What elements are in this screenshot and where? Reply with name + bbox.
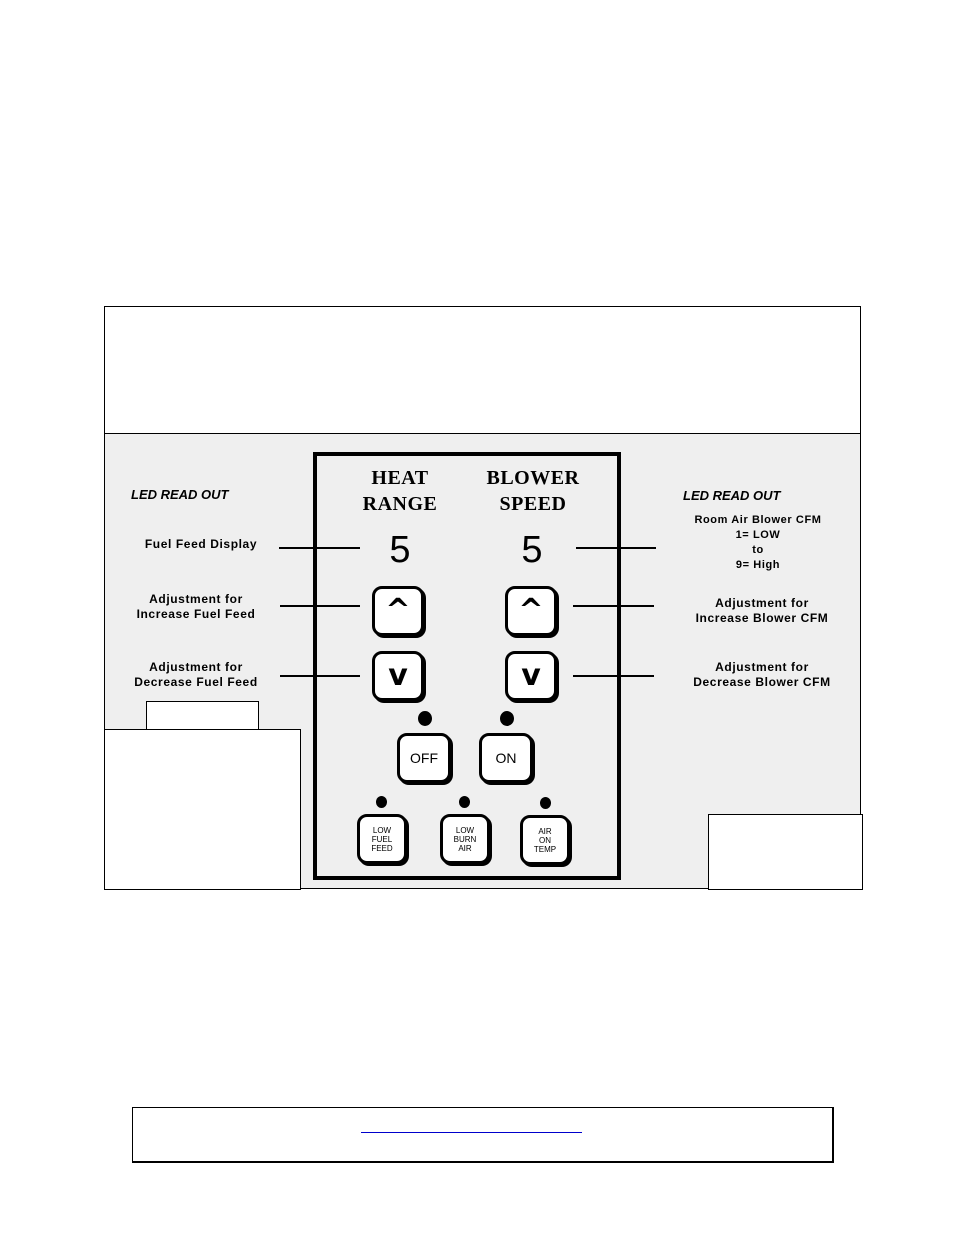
- off-led-indicator: [418, 711, 432, 726]
- heat-title-line2: RANGE: [362, 493, 438, 515]
- label-line: Adjustment for: [149, 592, 243, 606]
- blower-speed-up-button[interactable]: ^: [505, 586, 557, 636]
- label-line: to: [752, 544, 764, 556]
- label-line: 9= High: [735, 559, 781, 571]
- blower-speed-title: BLOWER SPEED: [470, 465, 596, 517]
- off-button[interactable]: OFF: [397, 733, 451, 783]
- leader-line: [279, 547, 360, 549]
- label-line: Decrease Blower CFM: [693, 675, 831, 689]
- decrease-fuel-label: Adjustment for Decrease Fuel Feed: [132, 660, 260, 690]
- header-band: [105, 307, 860, 434]
- label-line: Adjustment for: [149, 660, 243, 674]
- diagram-frame: [104, 306, 861, 889]
- label-line: Increase Blower CFM: [695, 611, 829, 625]
- fuel-feed-display-label: Fuel Feed Display: [144, 537, 258, 551]
- right-led-readout-title: LED READ OUT: [683, 488, 781, 503]
- blower-title-line2: SPEED: [499, 493, 567, 515]
- blank-tab-box: [146, 701, 259, 731]
- blower-title-line1: BLOWER: [486, 467, 580, 489]
- leader-line: [576, 547, 656, 549]
- room-air-blower-label: Room Air Blower CFM 1= LOW to 9= High: [683, 513, 833, 573]
- increase-blower-label: Adjustment for Increase Blower CFM: [692, 596, 832, 626]
- leader-line: [280, 605, 360, 607]
- low-fuel-feed-led: [376, 796, 387, 808]
- label-line: Room Air Blower CFM: [694, 514, 822, 526]
- indicator-text: ON: [539, 835, 551, 845]
- leader-line: [573, 605, 654, 607]
- indicator-text: AIR: [538, 826, 552, 836]
- on-led-indicator: [500, 711, 514, 726]
- blower-speed-readout: 5: [521, 529, 543, 571]
- heat-range-down-button[interactable]: v: [372, 651, 424, 701]
- low-burn-air-indicator: LOW BURN AIR: [440, 814, 490, 864]
- down-arrow-icon: v: [388, 658, 408, 693]
- indicator-text: FEED: [371, 843, 393, 853]
- indicator-text: LOW: [372, 825, 392, 835]
- air-on-temp-indicator: AIR ON TEMP: [520, 815, 570, 865]
- label-line: Increase Fuel Feed: [136, 607, 256, 621]
- heat-range-up-button[interactable]: ^: [372, 586, 424, 636]
- indicator-text: LOW: [455, 825, 475, 835]
- leader-line: [573, 675, 654, 677]
- blower-speed-down-button[interactable]: v: [505, 651, 557, 701]
- heat-range-title: HEAT RANGE: [340, 465, 460, 517]
- blank-left-box: [104, 729, 301, 890]
- indicator-text: TEMP: [533, 844, 557, 854]
- indicator-text: FUEL: [371, 834, 393, 844]
- on-button[interactable]: ON: [479, 733, 533, 783]
- heat-title-line1: HEAT: [371, 467, 429, 489]
- label-line: Adjustment for: [715, 660, 809, 674]
- indicator-text: BURN: [453, 834, 477, 844]
- footer-link-underline[interactable]: [361, 1132, 582, 1133]
- control-panel: [313, 452, 621, 880]
- down-arrow-icon: v: [521, 658, 541, 693]
- indicator-text: AIR: [458, 843, 472, 853]
- leader-line: [280, 675, 360, 677]
- up-arrow-icon: ^: [385, 593, 411, 628]
- up-arrow-icon: ^: [518, 593, 544, 628]
- footer-box: [132, 1107, 834, 1163]
- decrease-blower-label: Adjustment for Decrease Blower CFM: [692, 660, 832, 690]
- increase-fuel-label: Adjustment for Increase Fuel Feed: [132, 592, 260, 622]
- air-on-temp-led: [540, 797, 551, 809]
- heat-range-readout: 5: [389, 529, 411, 571]
- blank-right-box: [708, 814, 863, 890]
- low-fuel-feed-indicator: LOW FUEL FEED: [357, 814, 407, 864]
- label-line: Adjustment for: [715, 596, 809, 610]
- low-burn-air-led: [459, 796, 470, 808]
- label-line: Decrease Fuel Feed: [134, 675, 258, 689]
- label-line: 1= LOW: [735, 529, 781, 541]
- left-led-readout-title: LED READ OUT: [131, 487, 229, 502]
